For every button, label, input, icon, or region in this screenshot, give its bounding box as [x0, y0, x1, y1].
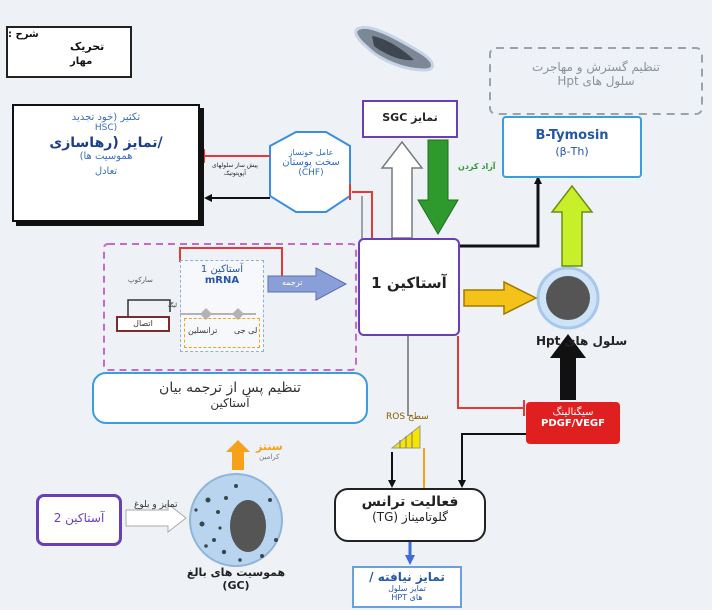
- mrna-label: آستاکین 1 mRNA: [180, 264, 264, 286]
- mrna-inner-box: [180, 260, 264, 352]
- astakine-to-btymosin: [460, 176, 542, 248]
- btymosin-abbr: (β-Th): [555, 145, 589, 158]
- hpt-top-dashed-box: [489, 47, 703, 115]
- hpt-cell-nucleus: [546, 276, 590, 320]
- chf-line2: سخت پوستان: [282, 157, 340, 168]
- synthesis-line2: کرامین: [259, 453, 280, 461]
- chf-arrow-text-line1: پیش ساز سلولهای: [212, 162, 258, 169]
- le-label: لی جی: [234, 326, 258, 335]
- gc-cell-nucleus: [230, 500, 266, 552]
- undiff-line2: تمایز سلول: [388, 584, 426, 593]
- undiff-line3: های HPT: [391, 593, 423, 602]
- hpt-cell-label: سلول های Hpt: [536, 334, 628, 348]
- btymosin-name: B-Tymosin: [535, 128, 609, 143]
- legend-inhibition-label: مهار: [70, 56, 93, 67]
- chf-label: عامل خونساز سخت پوستان (CHF): [272, 148, 350, 178]
- signaling-line1: سیگنالینگ: [552, 407, 594, 418]
- gc-line2: (GC): [222, 579, 250, 592]
- black-arrow-signaling-to-hpt: [550, 334, 586, 400]
- astakine-inhibit-signaling: [457, 336, 524, 409]
- legend-box: شرح : تحریک مهار: [6, 26, 132, 78]
- yellow-arrow-to-hpt: [463, 280, 538, 316]
- undiff-box: تمایز نیافته / تمایز سلول های HPT: [352, 566, 462, 608]
- tnc-line1: تکثیر (خود تجدید: [71, 112, 141, 123]
- sgc-box: تمایز SGC: [362, 100, 458, 138]
- post-translation-line1: تنظیم پس از ترجمه بیان: [159, 380, 301, 396]
- post-translation-box: تنظیم پس از ترجمه بیان آستاکین: [92, 372, 368, 424]
- translation-arrow: [267, 267, 348, 301]
- post-translation-line2: آستاکین: [210, 396, 250, 410]
- tnc-line3: /تمایز (رهاسازی: [49, 135, 163, 151]
- tg-box: فعالیت ترانس گلوتامیناز (TG): [334, 488, 486, 542]
- signaling-line2: PDGF/VEGF: [541, 418, 605, 429]
- gc-cell-granules: [194, 484, 278, 562]
- undiff-line1: تمایز نیافته /: [369, 570, 445, 584]
- astakine1-box: آستاکین 1: [358, 238, 460, 336]
- mrna-line1: آستاکین 1: [200, 264, 244, 275]
- tnc-box: تکثیر (خود تجدید (HSC /تمایز (رهاسازی هم…: [12, 104, 200, 222]
- tg-line1: فعالیت ترانس: [361, 494, 459, 510]
- chf-arrow-text-line2: آپوپتوتیک: [224, 170, 246, 177]
- astakine2-box: آستاکین 2: [36, 494, 122, 546]
- tg-line2: گلوتامیناز (TG): [372, 510, 448, 524]
- green-release-arrow: [417, 139, 459, 235]
- white-arrow-to-sgc: [380, 140, 424, 239]
- orange-synthesis-arrow: [226, 440, 250, 470]
- transcription-label: ترانسلین: [188, 326, 218, 335]
- tnc-line5: تعادل: [94, 166, 118, 177]
- gc-label: هموسیت های بالغ (GC): [186, 566, 286, 592]
- gc-line1: هموسیت های بالغ: [186, 566, 286, 579]
- mrna-red-line: [179, 247, 283, 276]
- white-arrow-astakine2-to-gc: [125, 502, 187, 534]
- sgc-label: تمایز SGC: [382, 111, 438, 124]
- astakine-inhibit-chf: [352, 191, 373, 240]
- legend-activation-label: تحریک: [70, 40, 105, 53]
- btymosin-box: B-Tymosin (β-Th): [502, 116, 642, 178]
- legend-title: شرح :: [8, 29, 39, 40]
- release-label: آزاد کردن: [458, 162, 496, 171]
- signaling-box: سیگنالینگ PDGF/VEGF: [526, 402, 620, 444]
- chf-arrow-text: پیش ساز سلولهای آپوپتوتیک: [212, 162, 258, 178]
- hpt-top-line2: سلول های Hpt: [557, 74, 635, 88]
- chf-line3: (CHF): [298, 168, 324, 178]
- tnc-line4: هموسیت ها): [79, 151, 133, 162]
- astakine2-label: آستاکین 2: [53, 511, 105, 525]
- signaling-to-tg: [458, 433, 526, 488]
- maturation-label: تمایز و بلوغ: [134, 500, 178, 510]
- chf-line1: عامل خونساز: [288, 148, 334, 157]
- mrna-translation-label: ترجمه: [282, 278, 303, 287]
- sgc-cell-nucleus: [372, 36, 414, 61]
- synthesis-label: سنتز کرامین: [256, 440, 283, 461]
- ros-label: سطح ROS: [386, 412, 429, 422]
- binding-label: اتصال: [133, 319, 153, 328]
- mrna-left-label: ساركوپ: [128, 276, 153, 284]
- tnc-line2: (HSC: [94, 123, 118, 133]
- astakine1-label: آستاکین 1: [371, 274, 447, 292]
- hpt-top-line1: تنظیم گسترش و مهاجرت: [532, 60, 660, 74]
- mrna-line2: mRNA: [204, 275, 240, 286]
- binding-box: اتصال: [116, 316, 170, 332]
- mrna-region-dashed: [103, 243, 357, 371]
- lime-arrow-hpt-to-btymosin: [550, 184, 594, 267]
- hpt-top-text: تنظیم گسترش و مهاجرت سلول های Hpt: [504, 60, 688, 88]
- ligation-label: لیگ: [168, 302, 178, 309]
- synthesis-line1: سنتز: [256, 440, 283, 453]
- transcription-box: [184, 318, 260, 348]
